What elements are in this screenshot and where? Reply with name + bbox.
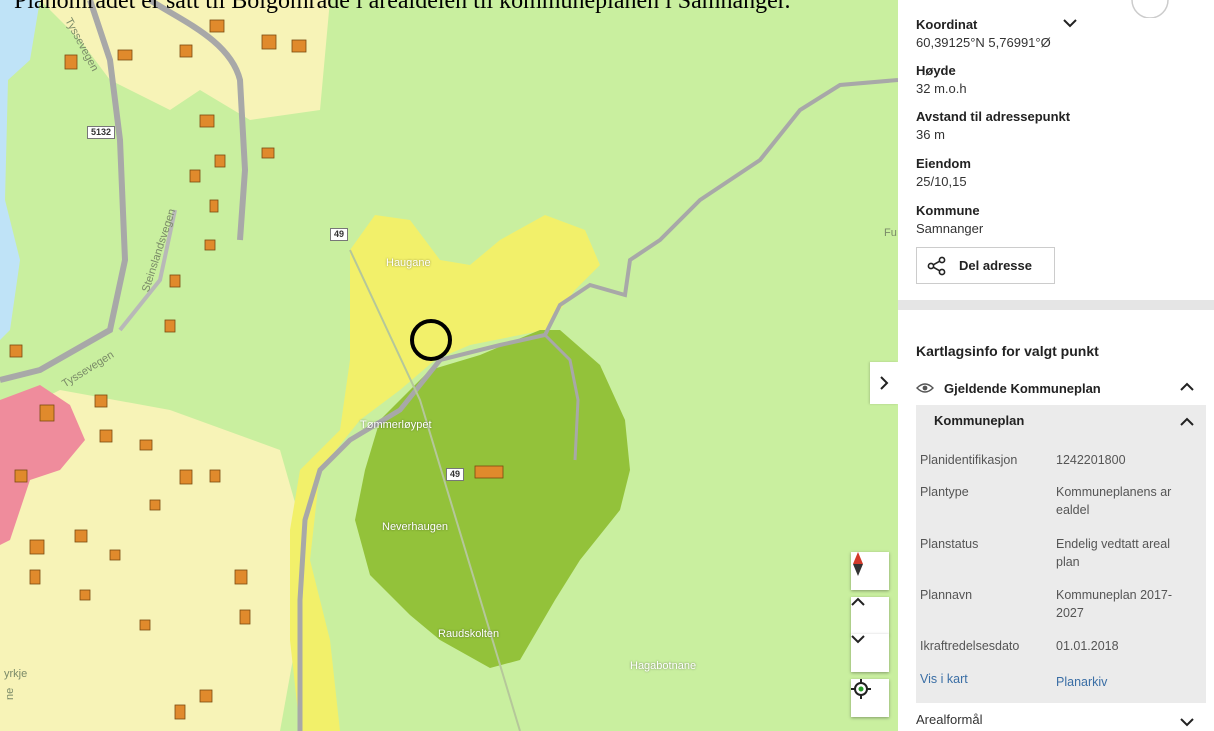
place-label: Tømmerløypet bbox=[360, 419, 432, 431]
koordinat-row: Koordinat 60,39125°N 5,76991°Ø bbox=[916, 17, 1051, 50]
place-label: Raudskolten bbox=[438, 628, 500, 640]
section-divider bbox=[898, 300, 1214, 310]
place-label: Fu bbox=[884, 227, 897, 239]
hoyde-label: Høyde bbox=[916, 63, 956, 78]
road-steinsland bbox=[118, 209, 177, 332]
kommune-row: Kommune Samnanger bbox=[916, 203, 983, 236]
eiendom-value: 25/10,15 bbox=[916, 174, 967, 189]
collapse-panel-button[interactable] bbox=[870, 362, 898, 404]
hoyde-row: Høyde 32 m.o.h bbox=[916, 63, 967, 96]
place-label: Neverhaugen bbox=[382, 521, 449, 533]
kommune-label: Kommune bbox=[916, 203, 980, 218]
chevron-down-icon bbox=[851, 635, 865, 644]
road-track bbox=[543, 333, 580, 461]
row-label: Plannavn bbox=[920, 588, 973, 602]
eye-icon bbox=[916, 383, 934, 393]
row-label: Plantype bbox=[920, 485, 969, 499]
hoyde-value: 32 m.o.h bbox=[916, 81, 967, 96]
compass-button[interactable] bbox=[851, 552, 889, 590]
chevron-up-icon[interactable] bbox=[1180, 417, 1194, 427]
planarkiv-link[interactable]: Planarkiv bbox=[1056, 675, 1108, 689]
layer-title: Gjeldende Kommuneplan bbox=[944, 380, 1101, 396]
close-button-edge[interactable] bbox=[1130, 0, 1170, 18]
eiendom-label: Eiendom bbox=[916, 156, 971, 171]
row-label: Planstatus bbox=[920, 537, 979, 551]
row-value: Endelig vedtatt areal plan bbox=[1056, 537, 1170, 569]
place-label: yrkje bbox=[4, 668, 28, 680]
residential-zone-top bbox=[40, 0, 330, 120]
road-main bbox=[297, 358, 442, 731]
power-line bbox=[349, 249, 521, 731]
arealformal-header[interactable]: Arealformål bbox=[916, 712, 983, 727]
row-label: Planidentifikasjon bbox=[920, 453, 1018, 467]
zoom-out-button[interactable] bbox=[851, 634, 889, 672]
row-label: Ikraftredelsesdato bbox=[920, 639, 1020, 653]
chevron-down-icon[interactable] bbox=[1063, 18, 1077, 28]
kartlag-title: Kartlagsinfo for valgt punkt bbox=[916, 343, 1099, 359]
share-icon bbox=[927, 256, 946, 275]
kommune-value: Samnanger bbox=[916, 221, 984, 236]
avstand-label: Avstand til adressepunkt bbox=[916, 109, 1071, 124]
share-address-label: Del adresse bbox=[959, 258, 1032, 273]
locate-button[interactable] bbox=[851, 679, 889, 717]
chevron-down-icon[interactable] bbox=[1180, 717, 1194, 727]
row-value: 1242201800 bbox=[1056, 453, 1126, 467]
map-view[interactable]: Haugane Tømmerløypet Neverhaugen Raudsko… bbox=[0, 0, 898, 731]
place-label: Hagabotnane bbox=[630, 660, 697, 672]
row-value: Kommuneplanens ar ealdel bbox=[1056, 485, 1172, 517]
row-value: Kommuneplan 2017-2027 bbox=[1056, 588, 1173, 620]
building-zone-yellow bbox=[290, 215, 600, 731]
row-value: 01.01.2018 bbox=[1056, 639, 1119, 653]
kommuneplan-heading[interactable]: Kommuneplan bbox=[934, 413, 1025, 428]
eiendom-row: Eiendom 25/10,15 bbox=[916, 156, 971, 189]
koordinat-value: 60,39125°N 5,76991°Ø bbox=[916, 35, 1051, 50]
residential-zone-bottom bbox=[0, 390, 300, 731]
map-canvas[interactable] bbox=[0, 0, 898, 731]
selected-point-marker bbox=[410, 319, 452, 361]
caption-text: Planområdet er satt til Bolgområde i are… bbox=[14, 0, 791, 14]
koordinat-label: Koordinat bbox=[916, 17, 978, 32]
chevron-up-icon[interactable] bbox=[1180, 382, 1194, 392]
pink-zone bbox=[0, 385, 85, 545]
road-top bbox=[148, 0, 249, 241]
road-number-badge: 5132 bbox=[87, 126, 116, 139]
place-label: ne bbox=[4, 687, 16, 700]
chevron-right-icon bbox=[880, 376, 889, 390]
lake-area bbox=[0, 0, 40, 340]
share-address-button[interactable]: Del adresse bbox=[916, 247, 1055, 284]
road-number-badge: 49 bbox=[446, 468, 465, 481]
road-number-badge: 49 bbox=[330, 228, 349, 241]
compass-icon bbox=[853, 552, 863, 576]
road-tyssevegen bbox=[0, 0, 129, 383]
locate-icon bbox=[851, 679, 871, 699]
info-panel: Koordinat 60,39125°N 5,76991°Ø Høyde 32 … bbox=[898, 0, 1214, 731]
kommuneplan-section: Kommuneplan Planidentifikasjon 124220180… bbox=[916, 405, 1206, 703]
place-label: Haugane bbox=[386, 257, 431, 269]
buildings bbox=[9, 19, 504, 720]
zoom-in-button[interactable] bbox=[851, 597, 889, 635]
chevron-up-icon bbox=[851, 597, 865, 606]
avstand-value: 36 m bbox=[916, 127, 945, 142]
avstand-row: Avstand til adressepunkt 36 m bbox=[916, 109, 1070, 142]
vis-i-kart-link[interactable]: Vis i kart bbox=[920, 672, 968, 686]
layer-header-kommuneplan[interactable]: Gjeldende Kommuneplan bbox=[916, 372, 1204, 404]
